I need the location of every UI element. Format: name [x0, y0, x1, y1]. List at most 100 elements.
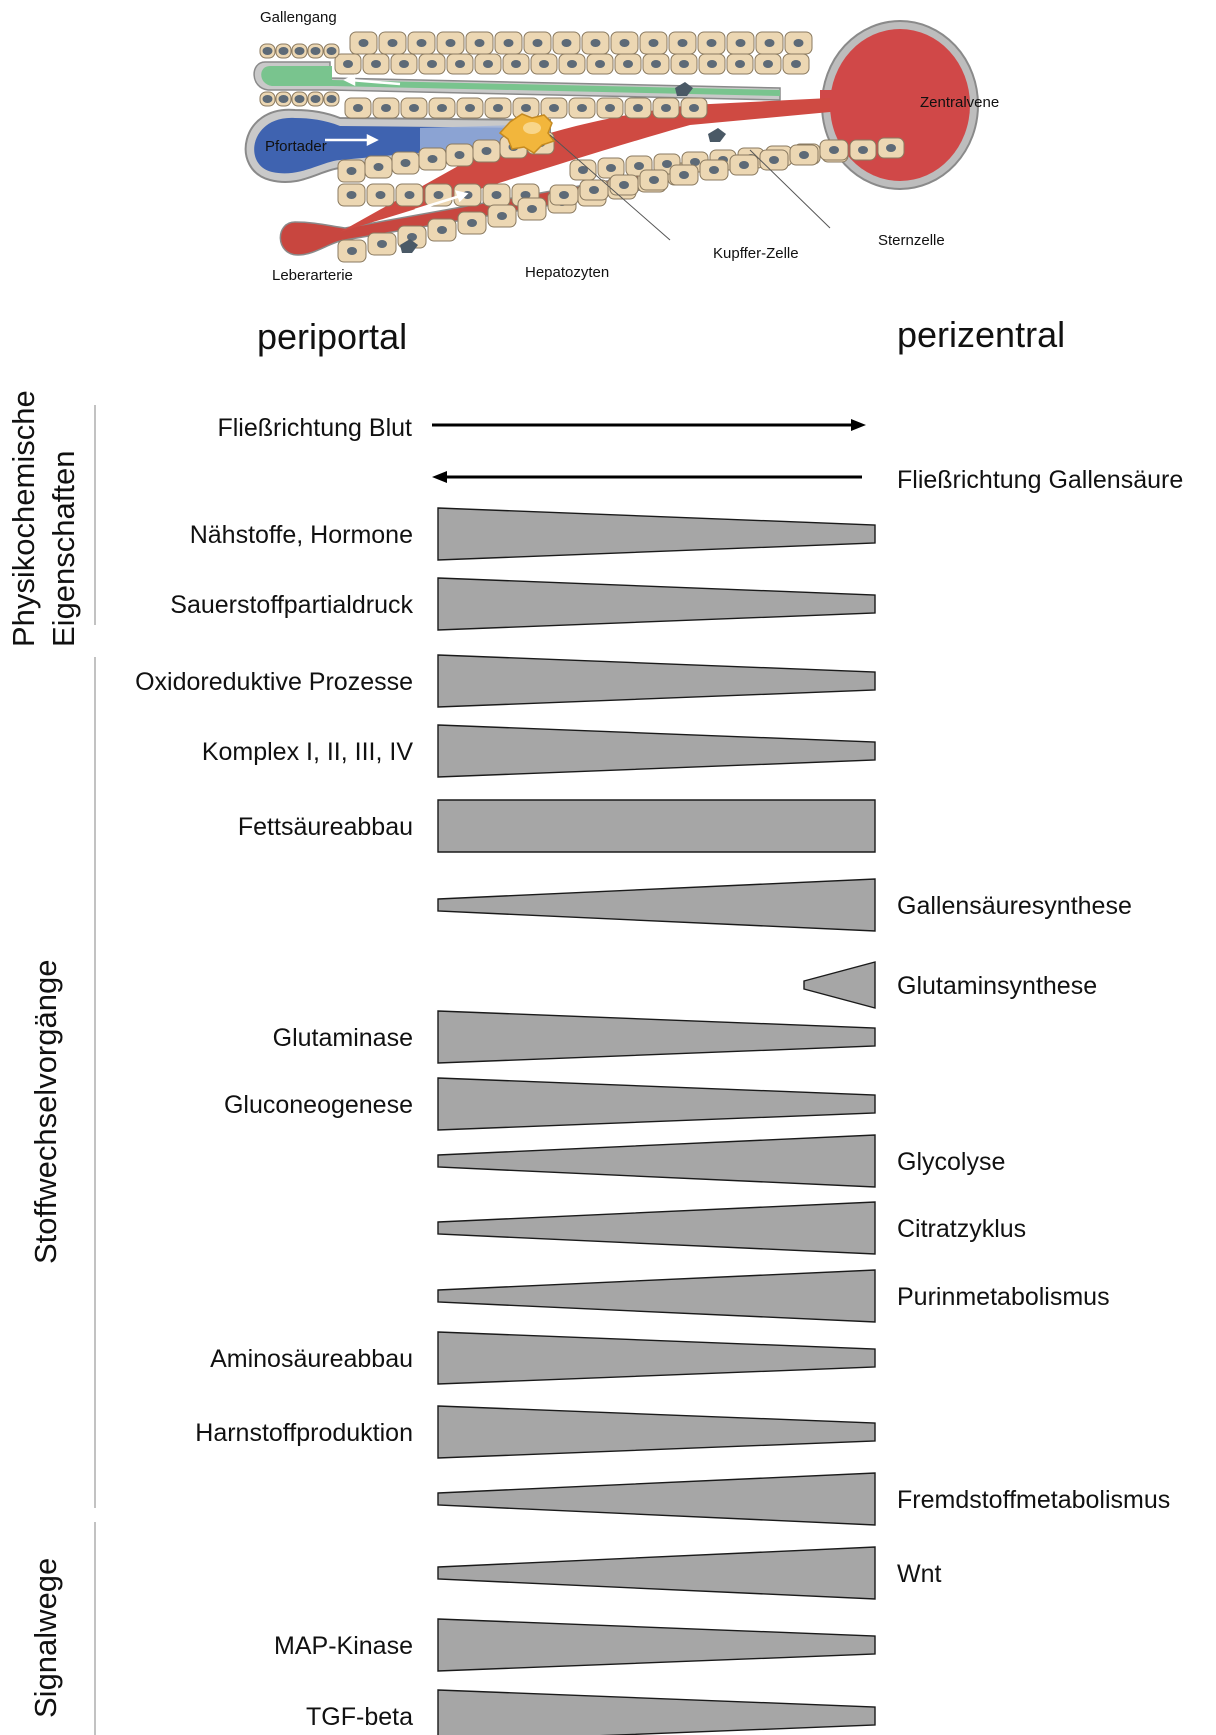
- hepatocyte-nucleus: [763, 60, 773, 68]
- hepatocyte-nucleus: [481, 147, 492, 155]
- bile-flow-label: Fließrichtung Gallensäure: [897, 466, 1183, 494]
- gradient-label: Fremdstoffmetabolismus: [897, 1486, 1170, 1514]
- gradient-label: Fettsäureabbau: [238, 813, 413, 841]
- gradient-shape: [437, 1331, 876, 1385]
- hepatocyte-nucleus: [294, 47, 305, 55]
- hepatocyte-nucleus: [532, 39, 543, 47]
- hepatocyte-nucleus: [679, 171, 689, 179]
- hepatocyte-nucleus: [346, 167, 357, 175]
- gradient-label: Nähstoffe, Hormone: [190, 521, 413, 549]
- hepatocyte-nucleus: [549, 104, 559, 112]
- hepatocyte-nucleus: [679, 60, 689, 68]
- hepatocyte-nucleus: [648, 39, 659, 47]
- hepatocyte-nucleus: [310, 47, 321, 55]
- hepatocyte-nucleus: [454, 151, 465, 159]
- hepatocyte-nucleus: [735, 60, 745, 68]
- hepatocyte-nucleus: [764, 39, 775, 47]
- hepatocyte-nucleus: [559, 191, 569, 199]
- hepatocyte-nucleus: [404, 191, 415, 199]
- hepatocyte-nucleus: [521, 104, 531, 112]
- gradient-shape: [437, 1269, 876, 1323]
- blood-flow-label: Fließrichtung Blut: [217, 414, 412, 442]
- gradient-rows: Nähstoffe, HormoneSauerstoffpartialdruck…: [135, 507, 1170, 1735]
- label-stellate-cell: Sternzelle: [878, 232, 945, 249]
- gradient-shape: [437, 1405, 876, 1459]
- hepatocyte-nucleus: [661, 104, 671, 112]
- gradient-label: Purinmetabolismus: [897, 1283, 1110, 1311]
- hepatocyte-nucleus: [347, 247, 357, 255]
- hepatocyte-nucleus: [399, 60, 409, 68]
- gradient-label: Citratzyklus: [897, 1215, 1026, 1243]
- label-kupffer-cell: Kupffer-Zelle: [713, 245, 799, 262]
- gradient-label: Aminosäureabbau: [210, 1345, 413, 1373]
- hepatocyte-nucleus: [343, 60, 353, 68]
- section-metabolism-label: Stoffwechselvorgänge: [28, 960, 63, 1264]
- label-bile-duct: Gallengang: [260, 9, 337, 26]
- perizentral-heading: perizentral: [897, 314, 1065, 355]
- hepatocyte-nucleus: [793, 39, 804, 47]
- hepatocyte-nucleus: [497, 212, 507, 220]
- hepatocyte-nucleus: [858, 146, 868, 154]
- hepatocyte-nucleus: [707, 60, 717, 68]
- flow-arrows: [325, 73, 801, 212]
- hepatocyte-nucleus: [387, 39, 398, 47]
- sinusoid: [340, 98, 830, 232]
- gradient-shape: [437, 1618, 876, 1672]
- hepatocyte-nucleus: [474, 39, 485, 47]
- hepatocyte-nucleus: [589, 186, 599, 194]
- gradient-shape: [437, 724, 876, 778]
- hepatocyte-nucleus: [278, 95, 289, 103]
- hepatocyte-nucleus: [886, 144, 896, 152]
- hepatocyte-nucleus: [590, 39, 601, 47]
- label-portal-vein: Pfortader: [265, 138, 327, 155]
- hepatocyte-nucleus: [561, 39, 572, 47]
- hepatocyte-nucleus: [437, 226, 447, 234]
- section-signaling-label: Signalwege: [28, 1558, 63, 1718]
- hepatocyte-nucleus: [567, 60, 577, 68]
- periportal-heading: periportal: [257, 316, 407, 357]
- bile-duct: [253, 61, 781, 101]
- gradient-label: Glutaminsynthese: [897, 972, 1097, 1000]
- hepatocyte-nucleus: [606, 164, 616, 172]
- gradient-shape: [437, 507, 876, 561]
- hepatocyte-nucleus: [326, 95, 337, 103]
- gradient-label: Glycolyse: [897, 1148, 1005, 1176]
- hepatocyte-nucleus: [491, 191, 502, 199]
- bile-flow-arrow: [432, 471, 862, 483]
- hepatocyte-nucleus: [493, 104, 503, 112]
- hepatocyte-nucleus: [527, 205, 537, 213]
- hepatocyte-nucleus: [619, 39, 630, 47]
- label-hepatocytes: Hepatozyten: [525, 264, 609, 281]
- hepatocyte-nucleus: [769, 156, 779, 164]
- hepatocyte-nucleus: [623, 60, 633, 68]
- hepatocyte-nucleus: [690, 158, 700, 166]
- gradient-shape: [437, 654, 876, 708]
- hepatocyte-nucleus: [409, 104, 419, 112]
- hepatocyte-nucleus: [649, 176, 659, 184]
- hepatocyte-nucleus: [539, 60, 549, 68]
- hepatocyte-nucleus: [346, 191, 357, 199]
- hepatocyte-nucleus: [605, 104, 615, 112]
- label-hepatic-artery: Leberarterie: [272, 267, 353, 284]
- gradient-shape: [803, 961, 876, 1009]
- hepatocyte-nucleus: [689, 104, 699, 112]
- hepatocyte-nucleus: [483, 60, 493, 68]
- hepatocyte-nucleus: [371, 60, 381, 68]
- hepatocyte-nucleus: [381, 104, 391, 112]
- hepatocyte-nucleus: [619, 181, 629, 189]
- hepatocyte-nucleus: [407, 233, 417, 241]
- hepatocyte-nucleus: [791, 60, 801, 68]
- gradient-label: Gluconeogenese: [224, 1091, 413, 1119]
- label-central-vein: Zentralvene: [920, 94, 999, 111]
- hepatocyte-nucleus: [739, 161, 749, 169]
- hepatocyte-nucleus: [467, 219, 477, 227]
- hepatocyte-nucleus: [326, 47, 337, 55]
- hepatocyte-nucleus: [799, 151, 809, 159]
- hepatocyte-nucleus: [511, 60, 521, 68]
- gradient-shape: [437, 1472, 876, 1526]
- gradient-label: Glutaminase: [273, 1024, 413, 1052]
- gradient-label: Sauerstoffpartialdruck: [170, 591, 413, 619]
- hepatocyte-nucleus: [706, 39, 717, 47]
- gradient-label: TGF-beta: [306, 1703, 413, 1731]
